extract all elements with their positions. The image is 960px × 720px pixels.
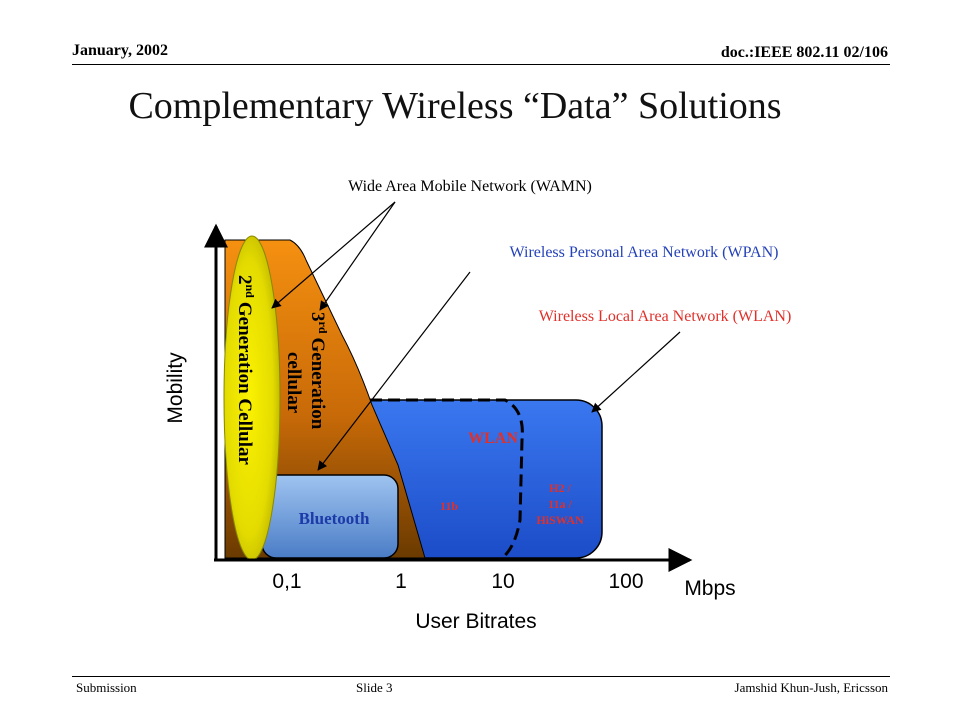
gen3-label: 3rdGeneration: [307, 312, 330, 430]
footer-rule: [72, 676, 890, 677]
x-unit-label: Mbps: [684, 577, 735, 600]
slide-title: Complementary Wireless “Data” Solutions: [128, 85, 782, 127]
footer-author: Jamshid Khun-Jush, Ericsson: [734, 680, 888, 695]
wamn-arrow-gen3: [319, 201, 396, 311]
wlan-label: WLAN: [468, 430, 518, 447]
label-11b: 11b: [440, 499, 458, 513]
label-h2-3: HiSWAN: [536, 513, 584, 527]
footer-slide-number: Slide 3: [356, 680, 393, 695]
header-doc-id: doc.:IEEE 802.11 02/106: [720, 44, 888, 61]
gen2-label: 2ndGeneration Cellular: [234, 275, 257, 465]
bluetooth-label: Bluetooth: [299, 509, 370, 528]
wpan-arrow: [317, 271, 471, 471]
label-h2-2: 11a /: [548, 497, 572, 511]
footer-submission: Submission: [76, 680, 137, 695]
wpan-label: Wireless Personal Area Network (WPAN): [510, 244, 779, 261]
tick-label: 100: [608, 570, 643, 593]
label-h2-1: H2 /: [549, 481, 571, 495]
wlan-arrow: [591, 331, 681, 413]
x-axis-label: User Bitrates: [415, 610, 536, 633]
header-rule: [72, 64, 890, 65]
y-axis-label: Mobility: [164, 352, 187, 424]
wamn-arrow-gen2: [271, 201, 396, 309]
tick-label: 1: [395, 570, 407, 593]
wlan-boundary-dashed: [370, 398, 524, 560]
wlan-full-label: Wireless Local Area Network (WLAN): [539, 308, 792, 325]
tick-label: 10: [491, 570, 514, 593]
wamn-label: Wide Area Mobile Network (WAMN): [348, 178, 592, 195]
header-date: January, 2002: [72, 42, 169, 59]
tick-label: 0,1: [272, 570, 301, 593]
gen3-label-2: cellular: [283, 352, 304, 414]
